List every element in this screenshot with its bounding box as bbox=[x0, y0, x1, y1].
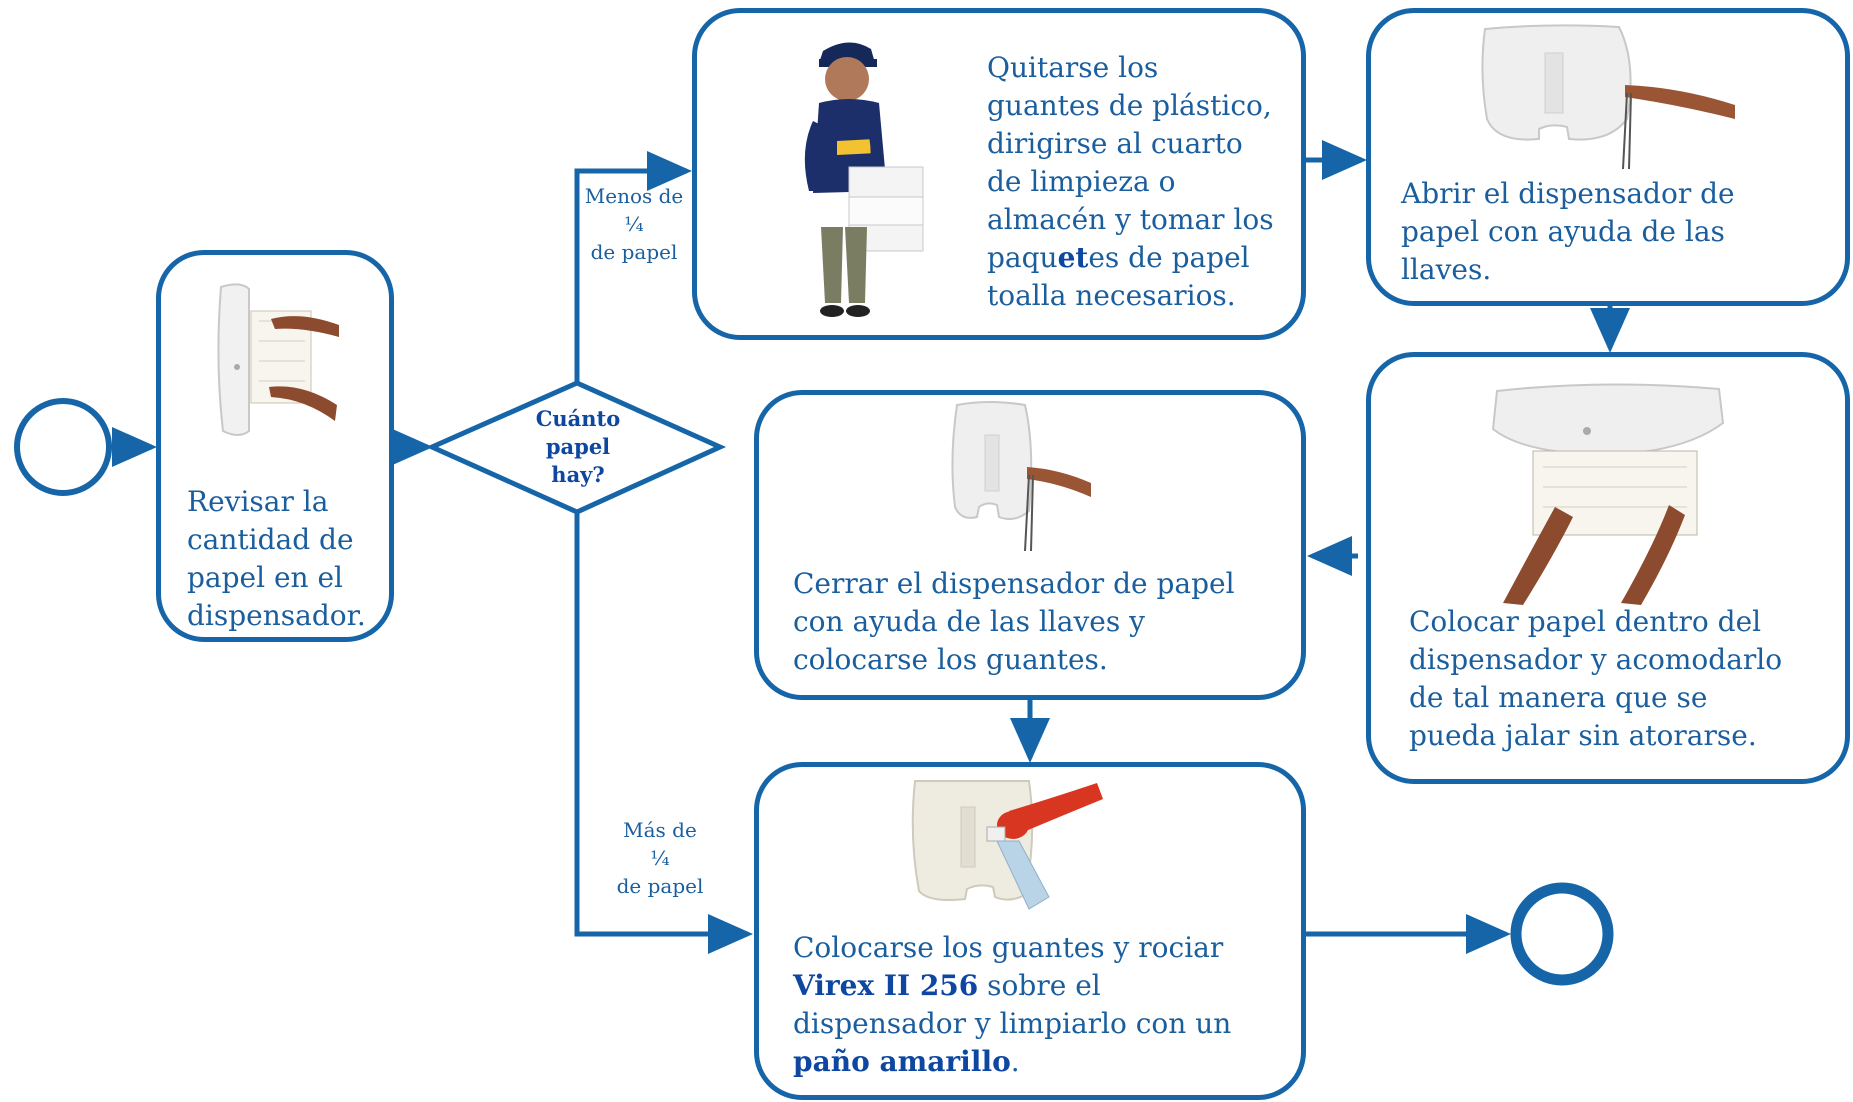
text-line: Colocarse los guantes y rociar bbox=[793, 931, 1224, 964]
step-open-dispenser: Abrir el dispensador de papel con ayuda … bbox=[1366, 8, 1850, 306]
text-line: Quitarse los bbox=[987, 51, 1159, 84]
arrow-decision-to-fetch bbox=[574, 151, 692, 383]
text-fragment: sobre el bbox=[978, 969, 1101, 1002]
cloth-name: paño amarillo bbox=[793, 1045, 1011, 1078]
loading-paper-photo bbox=[1491, 383, 1725, 605]
step-load-text: Colocar papel dentro del dispensador y a… bbox=[1409, 603, 1849, 755]
product-name: Virex II 256 bbox=[793, 969, 979, 1002]
text-line: paño amarillo. bbox=[793, 1043, 1303, 1081]
step-fetch-text: Quitarse los guantes de plástico, dirigi… bbox=[987, 49, 1297, 315]
text-fragment: paqu bbox=[987, 241, 1058, 274]
text-fragment: . bbox=[1010, 1045, 1020, 1078]
text-line: guantes de plástico, bbox=[987, 89, 1272, 122]
edge-label-line: Más de bbox=[623, 818, 697, 842]
edge-label-line: de papel bbox=[616, 874, 704, 898]
step-check-text: Revisar la cantidad de papel en el dispe… bbox=[187, 483, 387, 635]
step-open-text: Abrir el dispensador de papel con ayuda … bbox=[1401, 175, 1841, 289]
text-line: colocarse los guantes. bbox=[793, 643, 1108, 676]
step-close-dispenser: Cerrar el dispensador de papel con ayuda… bbox=[754, 390, 1306, 700]
edge-label-more: Más de ¼ de papel bbox=[600, 816, 720, 900]
text-line: paquetes de papel bbox=[987, 239, 1297, 277]
text-line: toalla necesarios. bbox=[987, 279, 1236, 312]
text-line: dispensador y limpiarlo con un bbox=[793, 1007, 1232, 1040]
text-line: Revisar la bbox=[187, 485, 329, 518]
text-line: dispensador. bbox=[187, 599, 366, 632]
start-event bbox=[14, 398, 112, 496]
text-line: dirigirse al cuarto bbox=[987, 127, 1243, 160]
step-fetch-paper: Quitarse los guantes de plástico, dirigi… bbox=[692, 8, 1306, 340]
spraying-dispenser-photo bbox=[911, 780, 1103, 910]
text-line: llaves. bbox=[1401, 253, 1492, 286]
decision-label: Cuánto papel hay? bbox=[522, 405, 634, 489]
text-line: Abrir el dispensador de bbox=[1401, 177, 1735, 210]
edge-label-line: Menos de bbox=[584, 184, 684, 208]
arrow-decision-to-clean bbox=[574, 512, 753, 954]
decision-label-line: Cuánto bbox=[535, 406, 621, 431]
decision-diamond bbox=[425, 380, 727, 515]
text-line: con ayuda de las llaves y bbox=[793, 605, 1145, 638]
dispenser-hands-photo bbox=[217, 283, 339, 436]
edge-label-line: ¼ bbox=[624, 212, 644, 236]
step-check-paper: Revisar la cantidad de papel en el dispe… bbox=[156, 250, 394, 642]
step-load-paper: Colocar papel dentro del dispensador y a… bbox=[1366, 352, 1850, 784]
open-dispenser-photo bbox=[1481, 24, 1735, 170]
text-line: Virex II 256 sobre el bbox=[793, 967, 1303, 1005]
text-line: de limpieza o bbox=[987, 165, 1176, 198]
decision-label-line: papel bbox=[545, 434, 611, 459]
text-line: Colocar papel dentro del bbox=[1409, 605, 1762, 638]
decision-label-line: hay? bbox=[551, 462, 605, 487]
end-event bbox=[1510, 882, 1614, 986]
text-line: cantidad de bbox=[187, 523, 354, 556]
worker-carrying-paper-photo bbox=[804, 42, 924, 317]
text-fragment: es de papel bbox=[1088, 241, 1250, 274]
text-line: papel en el bbox=[187, 561, 343, 594]
text-line: almacén y tomar los bbox=[987, 203, 1274, 236]
text-line: papel con ayuda de las bbox=[1401, 215, 1725, 248]
text-line: dispensador y acomodarlo bbox=[1409, 643, 1783, 676]
step-clean-dispenser: Colocarse los guantes y rociar Virex II … bbox=[754, 762, 1306, 1100]
edge-label-less: Menos de ¼ de papel bbox=[578, 182, 690, 266]
text-line: Cerrar el dispensador de papel bbox=[793, 567, 1235, 600]
close-dispenser-photo bbox=[951, 401, 1091, 552]
text-fragment-bold: et bbox=[1057, 241, 1089, 274]
text-line: de tal manera que se bbox=[1409, 681, 1708, 714]
step-close-text: Cerrar el dispensador de papel con ayuda… bbox=[793, 565, 1303, 679]
step-clean-text: Colocarse los guantes y rociar Virex II … bbox=[793, 929, 1303, 1081]
edge-label-line: de papel bbox=[590, 240, 678, 264]
text-line: pueda jalar sin atorarse. bbox=[1409, 719, 1757, 752]
edge-label-line: ¼ bbox=[650, 846, 670, 870]
